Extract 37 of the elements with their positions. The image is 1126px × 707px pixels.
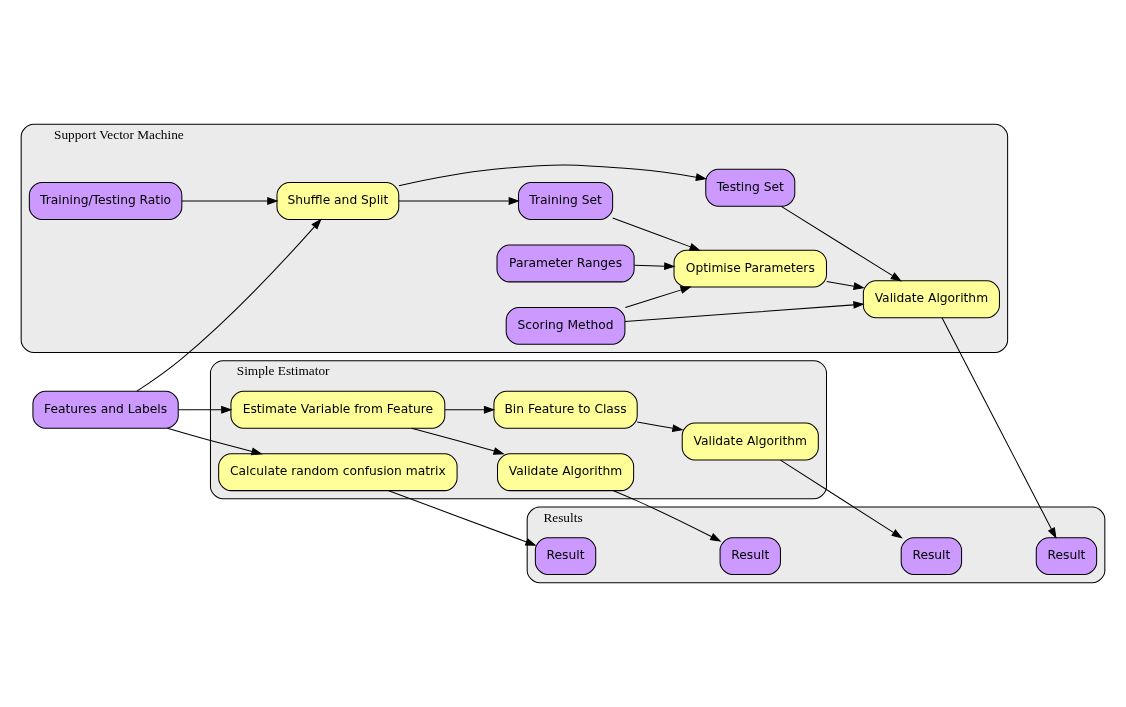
node-box: Estimate Variable from Feature (230, 390, 446, 429)
node-box: Result (719, 537, 781, 576)
node-box: Result (534, 537, 597, 576)
arrow (636, 421, 684, 433)
arrow (941, 317, 1057, 539)
node-box: Calculate random confusion matrix (218, 453, 458, 492)
arrow (612, 217, 701, 251)
node-box: Result (1035, 537, 1098, 576)
node-box: Result (900, 537, 963, 576)
arrow (444, 405, 496, 414)
node-box: Parameter Ranges (496, 244, 635, 283)
arrow (411, 427, 505, 455)
arrow (136, 218, 322, 392)
arrow (388, 490, 537, 546)
arrow (826, 281, 865, 290)
node-box: Scoring Method (505, 306, 626, 345)
arrow (166, 427, 263, 456)
arrow (633, 262, 676, 271)
arrow (779, 459, 903, 539)
node-box: Testing Set (705, 168, 796, 207)
arrow (624, 286, 692, 308)
node-box: Shuffle and Split (276, 182, 400, 220)
arrow (398, 197, 520, 205)
node-box: Validate Algorithm (862, 280, 1000, 319)
node-box: Validate Algorithm (681, 422, 819, 461)
arrow (780, 205, 902, 282)
node-box: Training/Testing Ratio (28, 182, 183, 220)
arrow (613, 490, 722, 542)
node-box: Bin Feature to Class (493, 390, 638, 429)
node-box: Features and Labels (32, 390, 179, 429)
arrow (398, 164, 708, 187)
arrow (624, 300, 865, 323)
node-box: Optimise Parameters (673, 249, 827, 288)
node-box: Validate Algorithm (497, 453, 635, 492)
node-box: Training Set (518, 182, 614, 220)
arrow (178, 405, 233, 414)
arrow (181, 197, 279, 205)
